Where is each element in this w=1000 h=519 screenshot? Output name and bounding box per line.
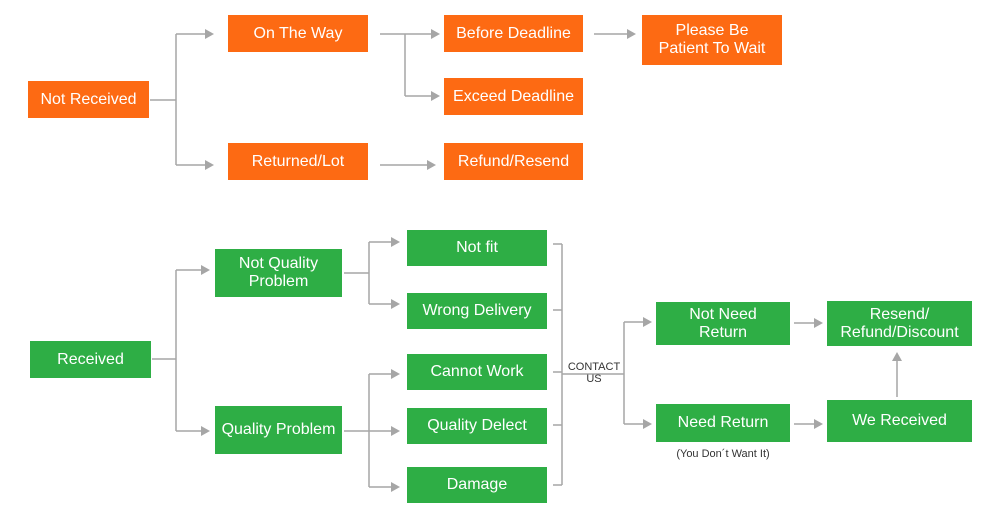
arrow-head-48 [643, 419, 652, 429]
on-the-way-node: On The Way [228, 15, 368, 52]
wrong-delivery-node: Wrong Delivery [407, 293, 547, 329]
please-be-patient-line-2: Patient To Wait [658, 40, 766, 57]
damage-node: Damage [407, 467, 547, 503]
arrow-head-34 [391, 426, 400, 436]
before-deadline-node: Before Deadline [444, 15, 583, 52]
arrow-head-16 [427, 160, 436, 170]
please-be-patient-line-1: Please Be [675, 22, 749, 39]
arrow-head-4 [205, 29, 214, 39]
resend-refund-discount-line-1: Resend/ [869, 305, 930, 323]
not-need-return-line-2: Return [698, 323, 748, 341]
contact-us-line-1: CONTACT [567, 361, 621, 373]
arrow-head-54 [892, 352, 902, 361]
resend-refund-discount-node: Resend/ Refund/Discount [827, 301, 972, 346]
not-fit-node: Not fit [407, 230, 547, 266]
arrow-head-36 [391, 482, 400, 492]
cannot-work-node: Cannot Work [407, 354, 547, 390]
not-received-node: Not Received [28, 81, 149, 118]
quality-problem-node: Quality Problem [215, 406, 342, 454]
received-node: Received [30, 341, 151, 378]
please-be-patient-node: Please Be Patient To Wait [642, 15, 782, 65]
contact-us-label: CONTACT US [562, 361, 626, 385]
not-need-return-line-1: Not Need [689, 305, 757, 323]
refund-resend-node: Refund/Resend [444, 143, 583, 180]
exceed-deadline-node: Exceed Deadline [444, 78, 583, 115]
arrow-head-52 [814, 419, 823, 429]
we-received-node: We Received [827, 400, 972, 442]
not-quality-problem-node: Not Quality Problem [215, 249, 342, 297]
need-return-node: Need Return [656, 404, 790, 442]
arrow-head-28 [391, 299, 400, 309]
arrow-head-22 [201, 426, 210, 436]
arrow-head-46 [643, 317, 652, 327]
arrow-head-20 [201, 265, 210, 275]
returned-lot-node: Returned/Lot [228, 143, 368, 180]
arrow-head-32 [391, 369, 400, 379]
arrow-head-50 [814, 318, 823, 328]
arrow-head-9 [431, 29, 440, 39]
arrow-head-12 [431, 91, 440, 101]
not-quality-problem-line-2: Problem [248, 273, 309, 290]
quality-defect-node: Quality Delect [407, 408, 547, 444]
contact-us-line-2: US [586, 373, 602, 385]
need-return-note: (You Don´t Want It) [676, 448, 770, 460]
arrow-head-26 [391, 237, 400, 247]
arrow-head-6 [205, 160, 214, 170]
not-quality-problem-line-1: Not Quality [238, 255, 319, 272]
not-need-return-node: Not Need Return [656, 302, 790, 345]
resend-refund-discount-line-2: Refund/Discount [840, 323, 959, 341]
arrow-head-14 [627, 29, 636, 39]
